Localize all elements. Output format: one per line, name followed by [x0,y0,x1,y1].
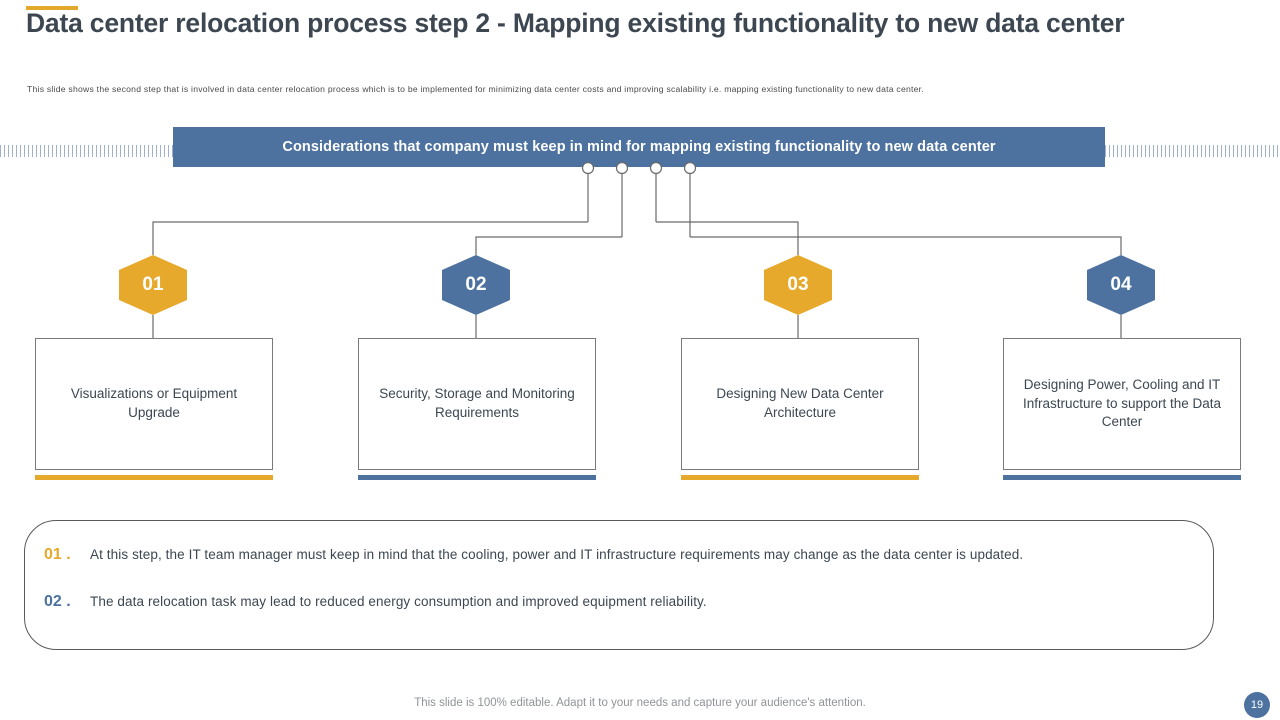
footer-note: This slide is 100% editable. Adapt it to… [414,697,866,709]
notes-box [24,520,1214,650]
note-item-01-number: 01 . [44,546,71,563]
page-number-badge: 19 [1244,692,1270,718]
step-card-04-underline [1003,475,1241,480]
considerations-banner: Considerations that company must keep in… [173,127,1105,167]
note-item-01-text: At this step, the IT team manager must k… [90,547,1024,562]
step-badge-03[interactable]: 03 [764,255,832,315]
step-card-01-text: Visualizations or Equipment Upgrade [70,386,238,420]
step-card-03-text: Designing New Data Center Architecture [716,386,884,420]
step-card-02-text: Security, Storage and Monitoring Require… [379,386,575,420]
note-item-02: 02 . The data relocation task may lead t… [44,593,707,611]
note-item-01: 01 . At this step, the IT team manager m… [44,546,1023,564]
step-badge-04-label: 04 [1110,274,1132,295]
step-card-03[interactable]: Designing New Data Center Architecture [681,338,919,470]
step-card-01-underline [35,475,273,480]
step-badge-01-label: 01 [142,274,164,295]
step-badge-02[interactable]: 02 [442,255,510,315]
note-item-02-number: 02 . [44,593,71,610]
step-card-02-underline [358,475,596,480]
page-subtitle: This slide shows the second step that is… [27,84,924,94]
page-title: Data center relocation process step 2 - … [26,8,1125,38]
step-badge-01[interactable]: 01 [119,255,187,315]
step-badge-02-label: 02 [465,274,487,295]
step-card-02[interactable]: Security, Storage and Monitoring Require… [358,338,596,470]
step-card-04-text: Designing Power, Cooling and IT Infrastr… [1022,377,1222,430]
step-card-04[interactable]: Designing Power, Cooling and IT Infrastr… [1003,338,1241,470]
step-badge-04[interactable]: 04 [1087,255,1155,315]
step-card-01[interactable]: Visualizations or Equipment Upgrade [35,338,273,470]
title-accent-bar [26,6,78,10]
step-badge-03-label: 03 [787,274,809,295]
note-item-02-text: The data relocation task may lead to red… [90,594,707,609]
banner-label: Considerations that company must keep in… [282,139,996,155]
decorative-band-right [1105,145,1280,157]
decorative-band-left [0,145,175,157]
step-card-03-underline [681,475,919,480]
